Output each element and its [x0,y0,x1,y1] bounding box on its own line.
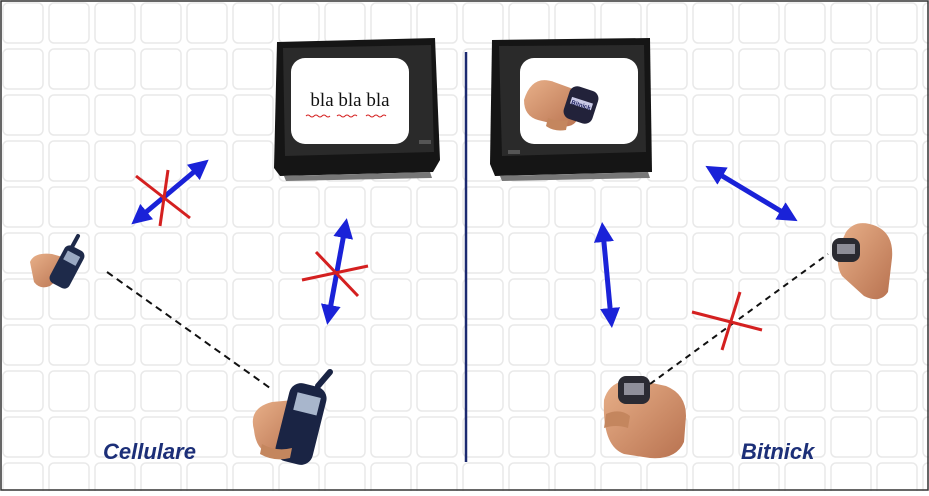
panel-label-cellulare: Cellulare [103,439,196,465]
tv-screen-text: bla bla bla [300,90,400,112]
panel-label-bitnick: Bitnick [741,439,814,465]
